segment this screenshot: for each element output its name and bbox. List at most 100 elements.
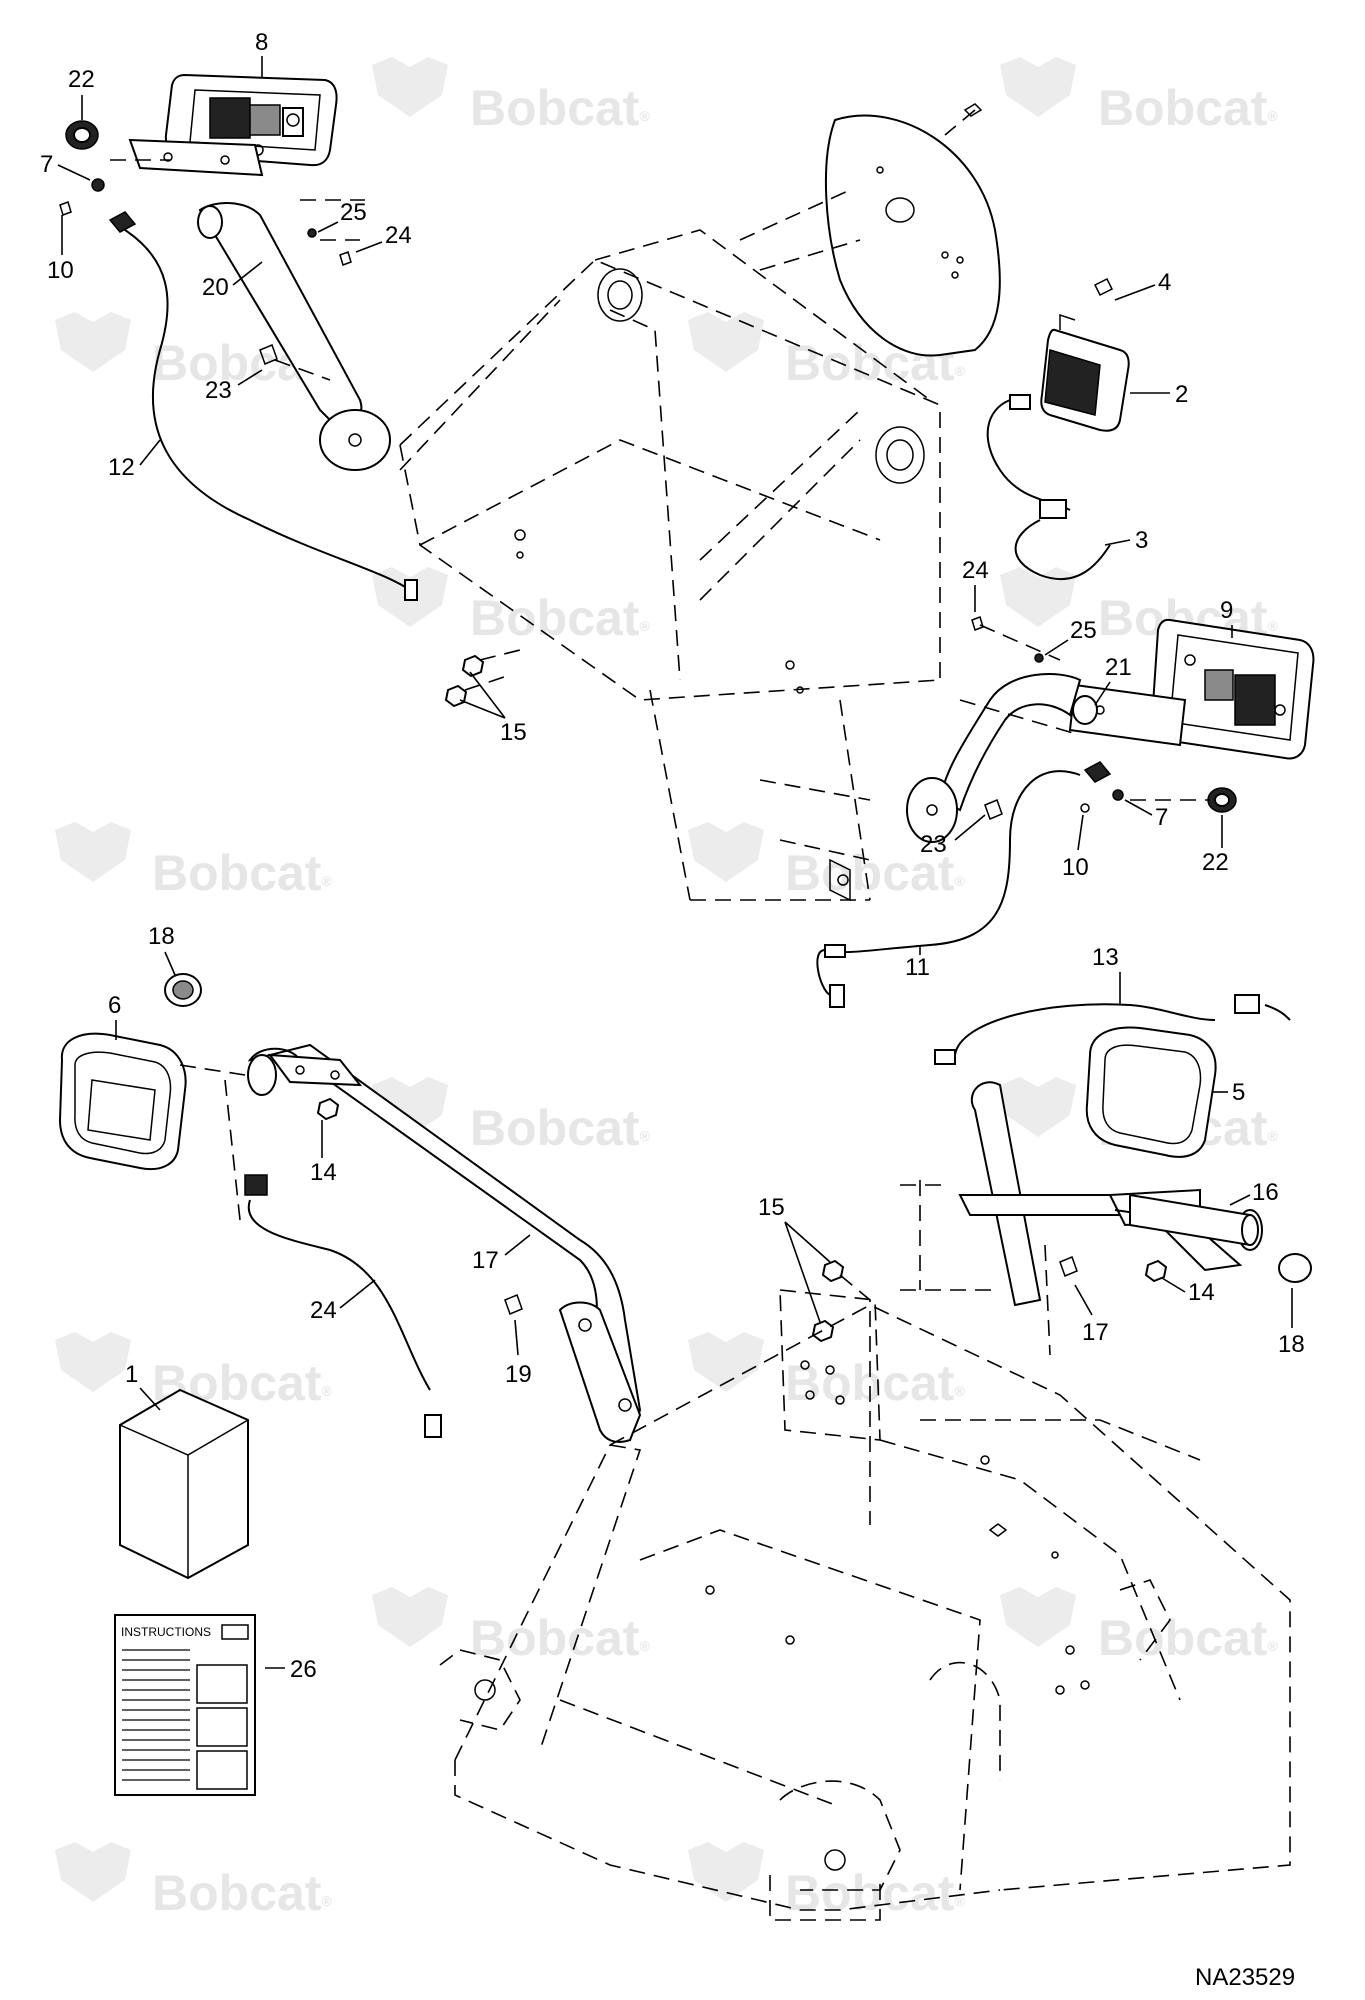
- callout-25: 25: [340, 199, 367, 226]
- watermark-text: Bobcat®: [785, 845, 965, 901]
- watermark-text: Bobcat®: [152, 845, 332, 901]
- watermark-logo: Bobcat®: [688, 1842, 965, 1921]
- callout-22: 22: [1202, 849, 1229, 876]
- callout-17: 17: [472, 1247, 499, 1274]
- callout-14: 14: [1188, 1279, 1215, 1306]
- plug-18-right: [1278, 1253, 1312, 1283]
- watermark-logo: Bobcat®: [55, 822, 332, 901]
- watermark-text: Bobcat®: [1098, 1610, 1278, 1666]
- instructions-text-lines: [122, 1649, 190, 1781]
- watermark-registered-mark: ®: [639, 1638, 650, 1654]
- grommet-22-left: [65, 120, 99, 150]
- watermark-text: Bobcat®: [470, 1100, 650, 1156]
- watermark-logo: Bobcat®: [55, 1842, 332, 1921]
- watermark-text: Bobcat®: [470, 1610, 650, 1666]
- lower-hardware: [504, 1180, 1078, 1525]
- work-light-5: [1085, 1026, 1217, 1158]
- callout-11: 11: [905, 954, 930, 981]
- callout-25: 25: [1070, 617, 1097, 644]
- nut-14: [316, 1097, 340, 1121]
- callout-18: 18: [1278, 1331, 1305, 1358]
- watermark-registered-mark: ®: [1267, 1128, 1278, 1144]
- watermark-text: Bobcat®: [152, 1865, 332, 1921]
- callout-20: 20: [202, 274, 229, 301]
- figure-reference: NA23529: [1195, 1964, 1295, 1991]
- flood-light-2: [1040, 277, 1130, 432]
- mounting-plate: [739, 103, 1001, 357]
- watermark-registered-mark: ®: [1267, 618, 1278, 634]
- kit-box: [119, 1388, 249, 1580]
- harness-24-lower: [179, 1064, 442, 1438]
- callout-layer: 8 22 7 10 25 24 20 23 12 4 2 3 24 25 9 2…: [40, 29, 1305, 1683]
- watermark-logo: Bobcat®: [372, 1077, 650, 1156]
- watermark-text: Bobcat®: [470, 590, 650, 646]
- tube-16: [1129, 1193, 1259, 1247]
- watermark-registered-mark: ®: [321, 873, 332, 889]
- watermark-logo: Bobcat®: [372, 567, 650, 646]
- watermark-text: Bobcat®: [470, 80, 650, 136]
- harness-11: [816, 761, 1112, 1008]
- watermark-logo: Bobcat®: [1000, 57, 1278, 136]
- watermark-registered-mark: ®: [954, 363, 965, 379]
- harness-12: [108, 211, 418, 601]
- lower-main-frame: [439, 1304, 1291, 1921]
- instructions-sheet: INSTRUCTIONS: [114, 1614, 256, 1796]
- callout-2: 2: [1175, 381, 1188, 408]
- pivot-bore: [875, 426, 925, 484]
- bracket-arm-right: [906, 673, 1187, 843]
- watermark-logo: Bobcat®: [688, 1332, 965, 1411]
- nut-14: [1144, 1259, 1168, 1283]
- callout-10: 10: [1062, 854, 1089, 881]
- callout-24: 24: [962, 557, 989, 584]
- upper-lift-arm-frame: [399, 229, 941, 902]
- watermark-registered-mark: ®: [321, 1893, 332, 1909]
- callout-4: 4: [1158, 269, 1171, 296]
- callout-7: 7: [1155, 804, 1168, 831]
- watermark-registered-mark: ®: [639, 618, 650, 634]
- watermark-registered-mark: ®: [639, 1128, 650, 1144]
- callout-12: 12: [108, 454, 135, 481]
- tail-light-right: [1150, 618, 1315, 760]
- watermark-text: Bobcat®: [785, 1355, 965, 1411]
- watermark-text: Bobcat®: [1098, 80, 1278, 136]
- small-hardware-left: [59, 159, 365, 381]
- grommet-22-right: [1207, 787, 1237, 813]
- harness-3: [986, 394, 1111, 581]
- callout-7: 7: [40, 151, 53, 178]
- callout-19: 19: [505, 1361, 532, 1388]
- watermark-registered-mark: ®: [321, 1383, 332, 1399]
- callout-21: 21: [1105, 654, 1132, 681]
- light-mount-arm-17-left: [247, 1043, 642, 1443]
- callout-14: 14: [310, 1159, 337, 1186]
- callout-23: 23: [205, 377, 232, 404]
- watermark-registered-mark: ®: [639, 108, 650, 124]
- callout-8: 8: [255, 29, 268, 56]
- callout-13: 13: [1092, 944, 1119, 971]
- callout-15: 15: [500, 719, 527, 746]
- work-light-6-cap: [164, 973, 202, 1007]
- callout-3: 3: [1135, 527, 1148, 554]
- callout-10: 10: [47, 257, 74, 284]
- small-hardware-right: [959, 616, 1210, 820]
- watermark-registered-mark: ®: [954, 1383, 965, 1399]
- callout-6: 6: [108, 992, 121, 1019]
- lamp-lens: [209, 97, 251, 139]
- callout-24: 24: [310, 1297, 337, 1324]
- watermark-text: Bobcat®: [785, 1865, 965, 1921]
- callout-9: 9: [1220, 597, 1233, 624]
- callout-18: 18: [148, 923, 175, 950]
- watermark-registered-mark: ®: [954, 873, 965, 889]
- callout-24: 24: [385, 222, 412, 249]
- bracket-arm-left: [128, 138, 391, 471]
- work-light-6: [58, 1032, 187, 1170]
- callout-15: 15: [758, 1194, 785, 1221]
- harness-13: [934, 994, 1291, 1283]
- bolt-icon: [1093, 277, 1114, 297]
- watermark-registered-mark: ®: [1267, 108, 1278, 124]
- instructions-label: INSTRUCTIONS: [121, 1625, 211, 1639]
- pivot-bore: [597, 268, 643, 322]
- nuts-15-upper: [444, 649, 521, 708]
- callout-16: 16: [1252, 1179, 1279, 1206]
- callout-23: 23: [920, 831, 947, 858]
